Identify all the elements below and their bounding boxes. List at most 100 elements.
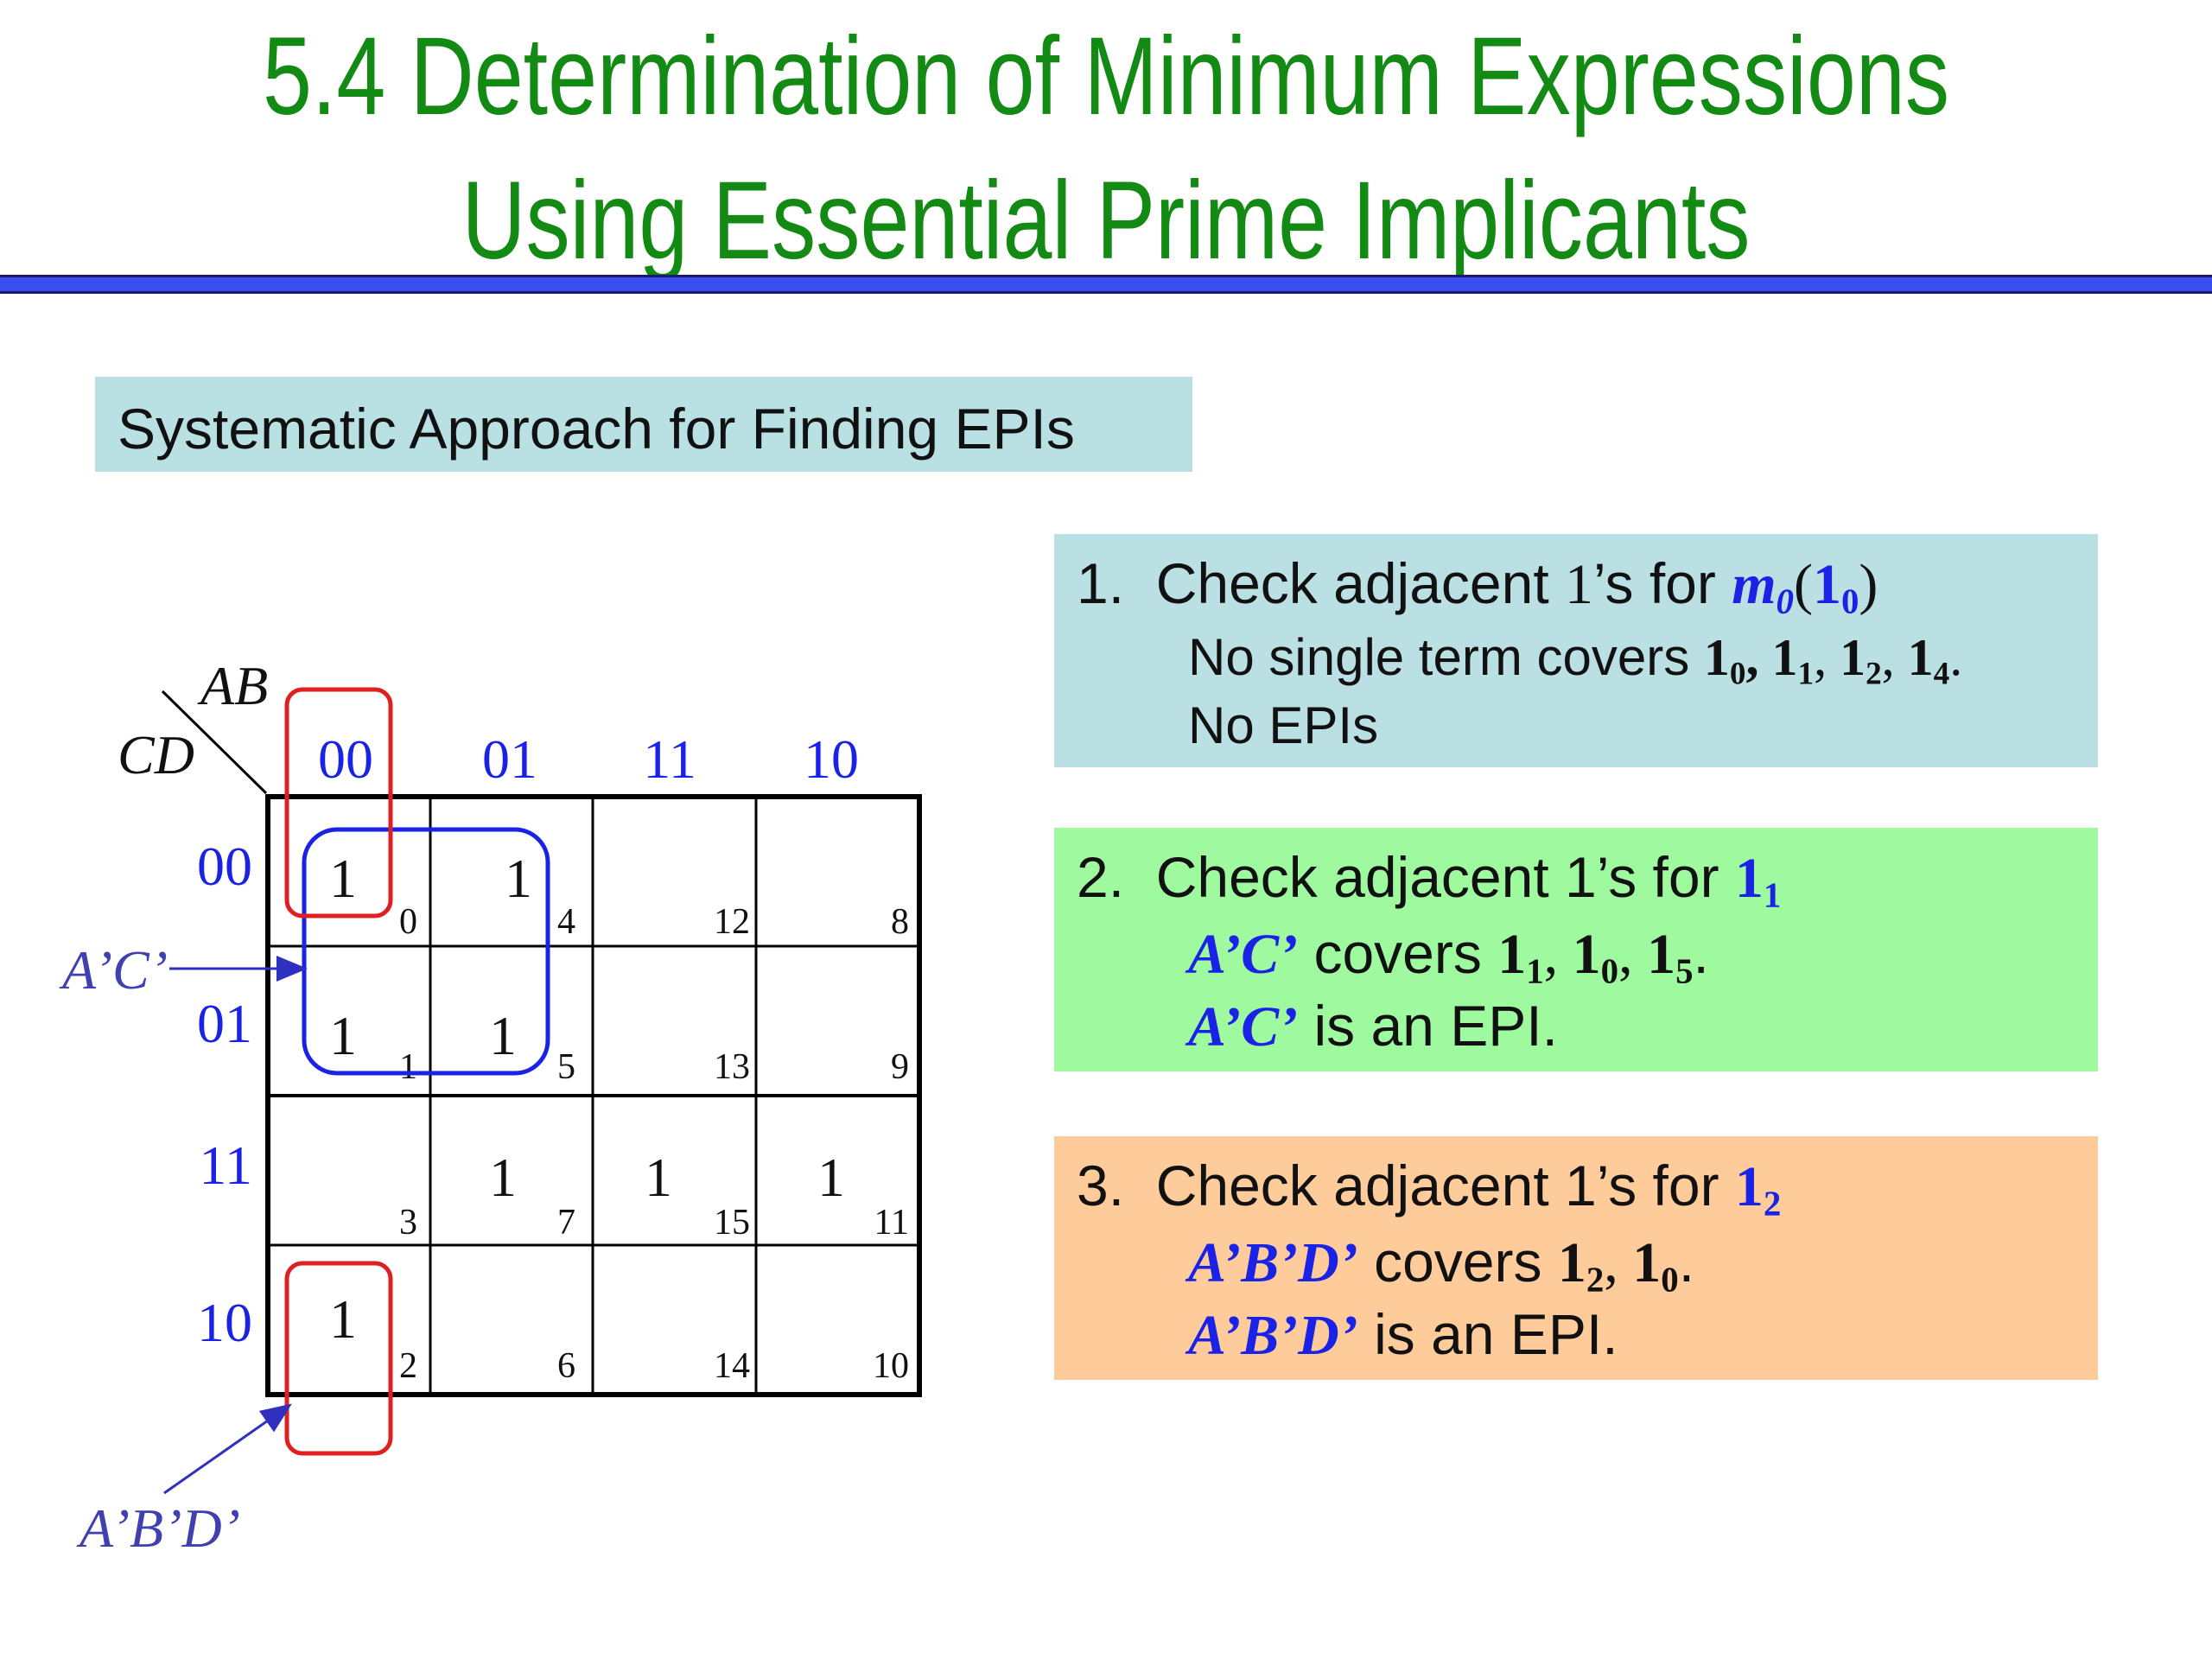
step-1-heading-one: 1 xyxy=(1565,553,1594,616)
cell-minterm-index: 2 xyxy=(399,1346,417,1386)
group-ac-loop xyxy=(302,827,550,1076)
cell-value: 1 xyxy=(645,1147,672,1208)
term-sub: 2 xyxy=(1866,656,1882,692)
term-sub: 1 xyxy=(1763,875,1782,915)
term-digit: 1 xyxy=(1840,629,1866,686)
term-1-0: 10 xyxy=(1632,1231,1678,1298)
cell-minterm-index: 8 xyxy=(891,902,909,942)
row-header-10: 10 xyxy=(197,1292,252,1353)
step-2-one: 11 xyxy=(1734,847,1781,913)
row-header-01: 01 xyxy=(197,993,252,1054)
term-1-1: 11 xyxy=(1497,923,1543,989)
cell-minterm-index: 3 xyxy=(399,1203,417,1243)
term-sub: 2 xyxy=(1763,1184,1782,1224)
term-digit: 1 xyxy=(1734,847,1764,910)
step-1-heading-mid: ’s for xyxy=(1593,551,1732,615)
separator: , xyxy=(1745,629,1772,686)
term-digit: 1 xyxy=(1703,629,1730,686)
term-digit: 1 xyxy=(1771,629,1798,686)
cell-minterm-index: 14 xyxy=(714,1346,750,1386)
separator: , xyxy=(1618,923,1648,986)
page-title-line-2: Using Essential Prime Implicants xyxy=(461,159,1751,283)
step-1-minterm-symbol: m xyxy=(1732,553,1777,616)
cell-minterm-index: 15 xyxy=(714,1203,750,1243)
cd-variable-label: CD xyxy=(118,724,194,785)
term-digit: 1 xyxy=(1907,629,1934,686)
title-divider xyxy=(0,275,2212,294)
step-3-heading-text: Check adjacent 1’s for xyxy=(1155,1154,1735,1217)
cell-minterm-index: 9 xyxy=(891,1047,909,1087)
term-1-5: 15 xyxy=(1647,923,1693,989)
period: . xyxy=(1693,921,1709,985)
separator: , xyxy=(1814,629,1840,686)
step-1-line-2-text: No single term covers xyxy=(1188,628,1704,686)
separator: , xyxy=(1543,923,1573,986)
period: . xyxy=(1949,629,1963,686)
step-3-term-repeat: A’B’D’ xyxy=(1188,1304,1358,1367)
step-1-paren-close: ) xyxy=(1859,553,1878,616)
term-digit: 1 xyxy=(1572,923,1601,986)
term-sub: 0 xyxy=(1729,656,1746,692)
cell-minterm-index: 12 xyxy=(714,902,750,942)
cell-minterm-index: 7 xyxy=(557,1203,575,1243)
step-2-line-3: A’C’ is an EPI. xyxy=(1188,997,1558,1056)
term-digit: 1 xyxy=(1734,1155,1764,1218)
ab-variable-label: AB xyxy=(197,655,268,716)
term-digit: 1 xyxy=(1632,1231,1662,1294)
step-1-box: 1. Check adjacent 1’s for m0(10) No sing… xyxy=(1054,534,2098,767)
separator: , xyxy=(1604,1231,1633,1294)
step-2-heading: 2. Check adjacent 1’s for 11 xyxy=(1077,847,1781,913)
term-1-1: 11 xyxy=(1771,629,1814,690)
step-1-minterm-sub: 0 xyxy=(1776,582,1794,621)
term-sub: 4 xyxy=(1933,656,1950,692)
step-3-heading: 3. Check adjacent 1’s for 12 xyxy=(1077,1154,1781,1222)
step-2-heading-text: Check adjacent 1’s for xyxy=(1155,845,1735,909)
term-1-2: 12 xyxy=(1840,629,1882,690)
cell-value: 1 xyxy=(329,1288,357,1350)
subtitle: Systematic Approach for Finding EPIs xyxy=(118,397,1075,461)
term-1-0: 10 xyxy=(1572,923,1618,989)
term-sub: 2 xyxy=(1586,1260,1605,1300)
karnaugh-map: AB CD 00 01 11 10 00 01 11 10 1 0 1 4 12… xyxy=(59,655,922,1559)
col-header-10: 10 xyxy=(804,728,859,790)
step-3-one: 12 xyxy=(1734,1155,1781,1222)
cell-minterm-index: 11 xyxy=(874,1203,909,1243)
cell-minterm-index: 13 xyxy=(714,1047,750,1087)
cell-minterm-index: 0 xyxy=(399,902,417,942)
term-sub: 1 xyxy=(1526,951,1544,991)
step-2-covers: covers xyxy=(1298,921,1498,985)
step-2-number: 2. xyxy=(1077,845,1125,909)
step-1-one-digit: 1 xyxy=(1812,553,1841,616)
arrow-abd xyxy=(163,1403,292,1495)
cell-value: 1 xyxy=(489,1005,517,1066)
step-1-one: 10 xyxy=(1812,553,1859,620)
col-header-01: 01 xyxy=(482,728,537,790)
cell-minterm-index: 1 xyxy=(399,1047,417,1087)
term-label-ac: A’C’ xyxy=(59,939,168,1001)
term-sub: 0 xyxy=(1600,951,1619,991)
cell-minterm-index: 5 xyxy=(557,1047,575,1087)
term-sub: 0 xyxy=(1661,1260,1679,1300)
step-2-line-2: A’C’ covers 11, 10, 15. xyxy=(1188,923,1709,989)
term-1-0: 10 xyxy=(1703,629,1746,690)
step-2-is-epi: is an EPI. xyxy=(1298,994,1558,1058)
step-2-box: 2. Check adjacent 1’s for 11 A’C’ covers… xyxy=(1054,828,2098,1071)
cell-value: 1 xyxy=(817,1147,845,1208)
step-2-term-repeat: A’C’ xyxy=(1188,995,1299,1058)
group-abd-bottom-loop xyxy=(284,1261,393,1456)
step-3-covers: covers xyxy=(1357,1230,1558,1294)
term-1-2: 12 xyxy=(1558,1231,1604,1298)
step-3-box: 3. Check adjacent 1’s for 12 A’B’D’ cove… xyxy=(1054,1136,2098,1380)
term-digit: 1 xyxy=(1497,923,1527,986)
step-3-line-2: A’B’D’ covers 12, 10. xyxy=(1188,1230,1695,1298)
cell-value: 1 xyxy=(329,848,357,909)
step-2-term: A’C’ xyxy=(1188,923,1299,986)
period: . xyxy=(1678,1230,1695,1294)
row-header-00: 00 xyxy=(197,836,252,897)
col-header-11: 11 xyxy=(643,728,696,790)
step-3-is-epi: is an EPI. xyxy=(1357,1302,1618,1366)
step-1-line-3: No EPIs xyxy=(1188,696,1379,754)
step-1-line-2: No single term covers 10, 11, 12, 14. xyxy=(1188,629,1963,690)
term-1-4: 14 xyxy=(1907,629,1950,690)
step-1-one-sub: 0 xyxy=(1840,582,1859,621)
